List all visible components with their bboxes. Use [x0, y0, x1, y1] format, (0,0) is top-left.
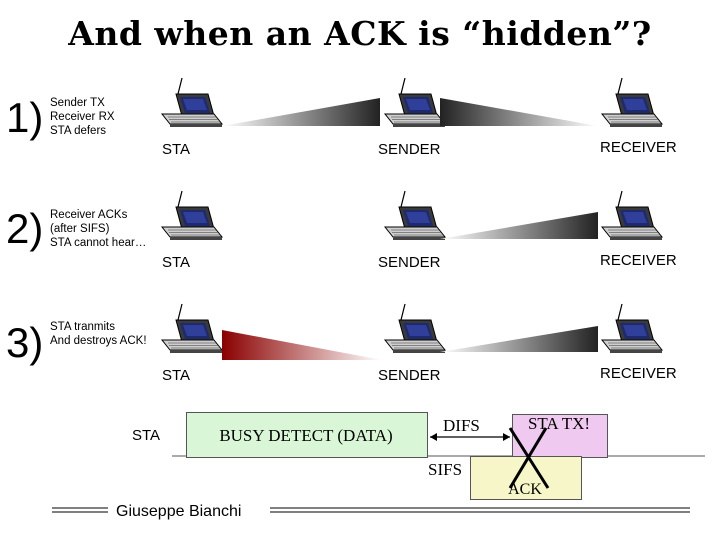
sta-laptop-icon: [160, 302, 226, 354]
difs-arrowhead-left: [430, 433, 437, 441]
sender-laptop-icon: [383, 76, 449, 128]
receiver-laptop-icon: [600, 189, 666, 241]
step-1-number: 1): [6, 94, 44, 141]
step-2-line-1: Receiver ACKs: [50, 209, 128, 221]
busy-detect-label: BUSY DETECT (DATA): [219, 426, 393, 445]
sender-label: SENDER: [378, 141, 441, 158]
receiver-ack-beam: [440, 212, 598, 239]
step-2-line-2: (after SIFS): [50, 223, 110, 235]
receiver-label: RECEIVER: [600, 139, 677, 156]
busy-detect-box: [186, 412, 428, 458]
step-3-number: 3): [6, 319, 44, 366]
step-3-line-1: STA tranmits: [50, 321, 115, 333]
sender-label: SENDER: [378, 254, 441, 271]
sta-label: STA: [162, 141, 191, 158]
step-2-line-3: STA cannot hear…: [50, 237, 147, 249]
page-title: And when an ACK is “hidden”?: [68, 14, 652, 53]
sender-left-beam: [222, 98, 380, 126]
sta-laptop-icon: [160, 76, 226, 128]
timeline-sta-label: STA: [132, 427, 161, 444]
receiver-laptop-icon: [600, 302, 666, 354]
footer-author: Giuseppe Bianchi: [116, 503, 242, 520]
sta-label: STA: [162, 367, 191, 384]
step-1-description: Sender TX Receiver RX STA defers: [50, 96, 115, 138]
sta-label: STA: [162, 254, 191, 271]
step-3-description: STA tranmits And destroys ACK!: [50, 320, 147, 348]
difs-label: DIFS: [443, 416, 480, 435]
receiver-label: RECEIVER: [600, 365, 677, 382]
sender-laptop-icon: [383, 189, 449, 241]
receiver-ack-beam: [440, 326, 598, 352]
receiver-label: RECEIVER: [600, 252, 677, 269]
step-1-line-2: Receiver RX: [50, 111, 115, 123]
sifs-label: SIFS: [428, 460, 463, 479]
sender-right-beam: [440, 98, 598, 126]
step-1-line-1: Sender TX: [50, 97, 105, 109]
sender-label: SENDER: [378, 367, 441, 384]
sta-tx-label: STA TX!: [527, 414, 591, 433]
step-2-description: Receiver ACKs (after SIFS) STA cannot he…: [50, 208, 146, 250]
ack-label: ACK: [508, 481, 542, 498]
receiver-laptop-icon: [600, 76, 666, 128]
step-3-line-2: And destroys ACK!: [50, 335, 147, 347]
sender-laptop-icon: [383, 302, 449, 354]
step-2-number: 2): [6, 205, 44, 252]
sta-laptop-icon: [160, 189, 226, 241]
sta-transmit-beam: [222, 330, 382, 360]
difs-arrowhead-right: [503, 433, 510, 441]
step-1-line-3: STA defers: [50, 125, 107, 137]
